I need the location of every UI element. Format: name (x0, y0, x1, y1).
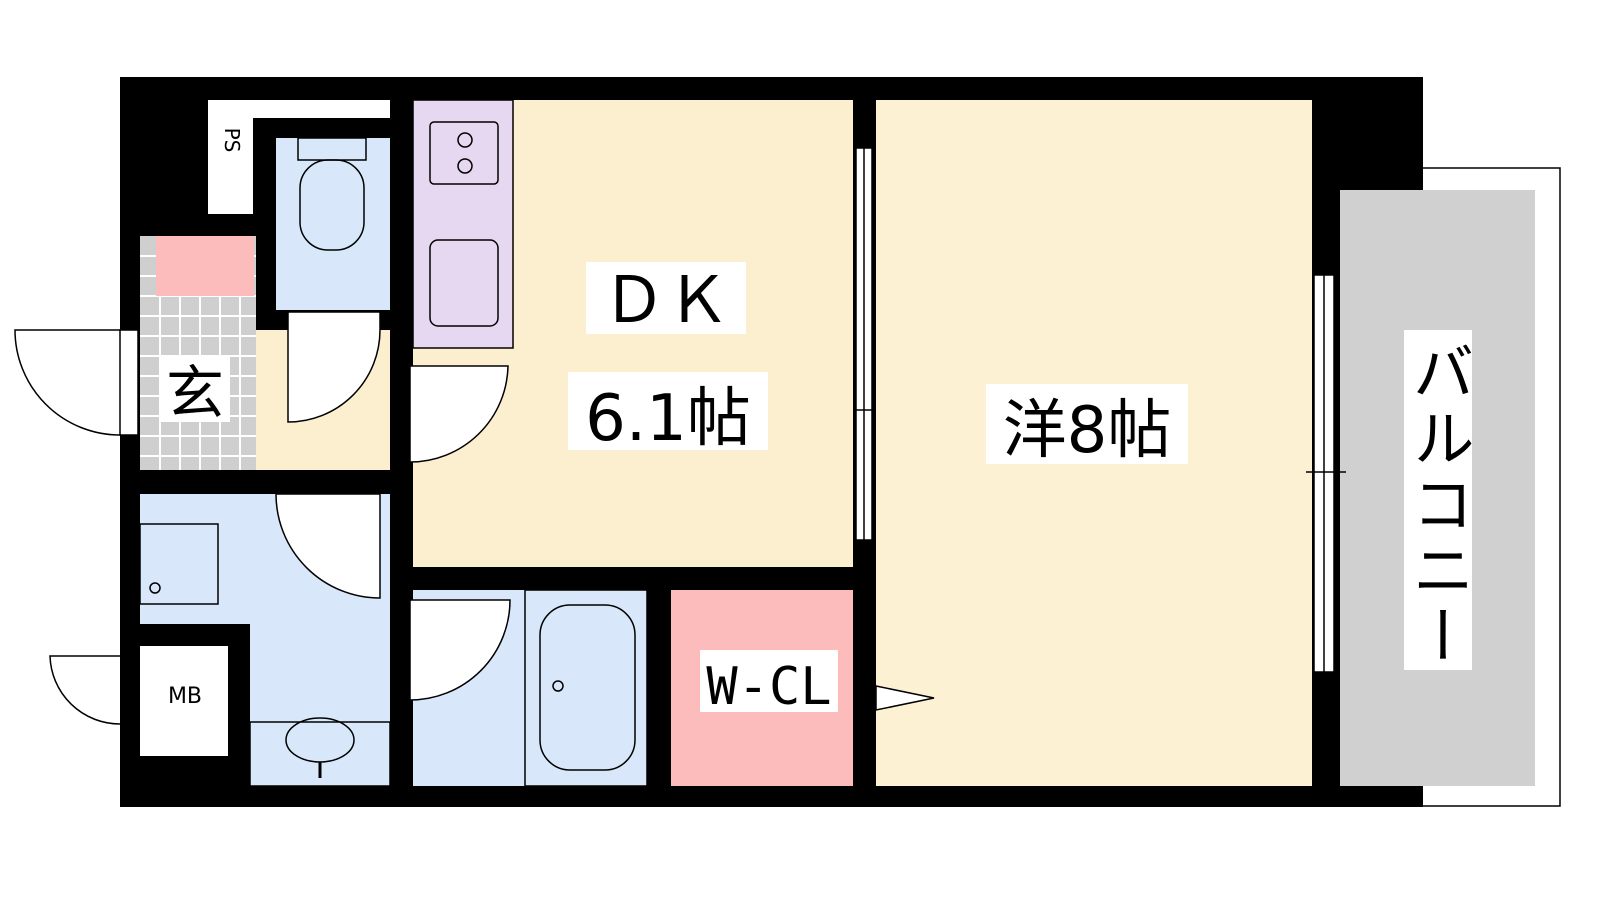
vanity (249, 721, 391, 787)
entrance-label: 玄 (166, 359, 224, 427)
dk-size-label: 6.1帖 (585, 382, 751, 456)
meter-box-label: MB (168, 684, 202, 709)
pipe-space-label: PS (220, 128, 244, 153)
washing-machine (139, 523, 219, 605)
washroom-floor (250, 620, 390, 786)
meter-box-door (49, 655, 121, 725)
bath-door (409, 599, 511, 701)
toilet-floor (276, 138, 390, 310)
balcony-label: バルコニー (1402, 340, 1475, 670)
washroom-door (275, 493, 381, 599)
western-room-label: 洋8帖 (1003, 394, 1172, 468)
dk-door (409, 365, 509, 463)
balcony-corner-wall (1330, 77, 1423, 195)
shoe-cabinet (156, 236, 254, 296)
closet-door (875, 685, 935, 711)
bath-drain (552, 680, 564, 692)
toilet-door (287, 311, 381, 423)
toilet-bowl (299, 159, 365, 251)
partition-wall (853, 540, 876, 590)
entrance-door (14, 329, 121, 436)
bathtub (524, 589, 648, 787)
balcony-railing (1340, 167, 1561, 807)
meter-box (140, 646, 228, 756)
burner (457, 158, 473, 174)
sink (429, 239, 499, 327)
bathtub-basin (539, 604, 636, 771)
partition-wall (853, 100, 876, 148)
burner-plate (429, 121, 499, 185)
entrance-door-jamb (119, 329, 139, 436)
washing-machine-drain (149, 582, 161, 594)
burner (457, 132, 473, 148)
walk-in-closet-label: W-CL (706, 657, 831, 717)
dk-label: ＤＫ (602, 264, 730, 338)
